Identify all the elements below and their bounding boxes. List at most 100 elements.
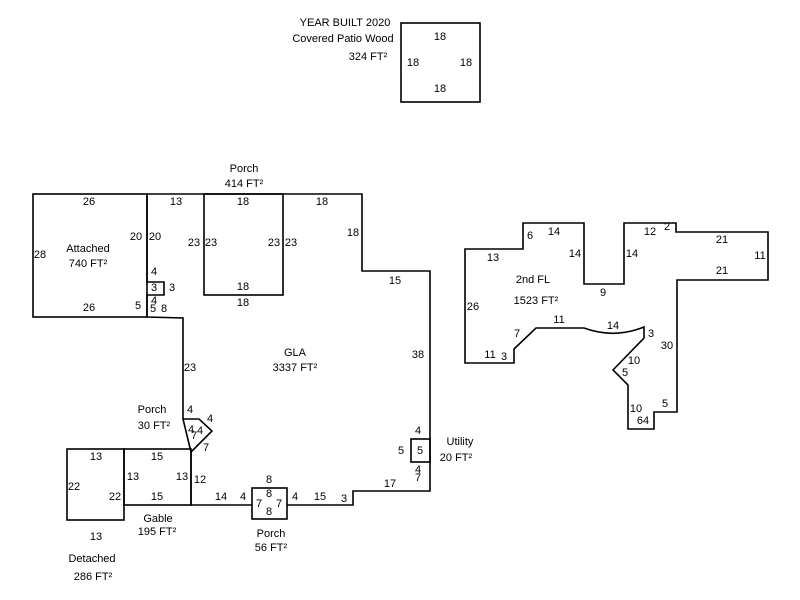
- patio-outline: [400, 22, 481, 103]
- gla-dimension-label: 3: [341, 493, 347, 505]
- gla-dimension-label: 38: [412, 349, 424, 361]
- porch-top-dimension-label: 23: [268, 237, 280, 249]
- gla-dimension-label: 3: [169, 282, 175, 294]
- gla-outline-notch: [146, 194, 184, 419]
- second-floor-dimension-label: 21: [716, 265, 728, 277]
- attached-outline: [32, 193, 148, 318]
- second-floor-dimension-label: 13: [487, 252, 499, 264]
- gable-dimension-label: 13: [176, 471, 188, 483]
- gla-dimension-label: 18: [316, 196, 328, 208]
- attached-dimension-label: 26: [83, 302, 95, 314]
- gla-area-label: 3337 FT²: [273, 362, 318, 374]
- attached-area-label: 740 FT²: [69, 258, 108, 270]
- detached-dimension-label: 13: [90, 531, 102, 543]
- gla-dimension-label: 3: [151, 282, 157, 294]
- detached-name-label: Detached: [68, 553, 115, 565]
- porch-top-dimension-label: 23: [188, 237, 200, 249]
- attached-name-label: Attached: [66, 243, 109, 255]
- porch-small-dimension-label: 4: [188, 424, 194, 436]
- porch-small-name-label: Porch: [138, 404, 167, 416]
- gla-dimension-label: 20: [149, 231, 161, 243]
- porch-30-outline: [181, 418, 214, 454]
- patio-dimension-label: 18: [460, 57, 472, 69]
- gla-dimension-label: 14: [215, 491, 227, 503]
- porch-front-dimension-label: 7: [276, 498, 282, 510]
- detached-area-label: 286 FT²: [74, 571, 113, 583]
- gable-dimension-label: 13: [127, 471, 139, 483]
- patio-name-label: Covered Patio Wood: [292, 33, 393, 45]
- gla-dimension-label: 4: [292, 491, 298, 503]
- porch-414-outline: [203, 193, 284, 296]
- porch-top-dimension-label: 18: [237, 196, 249, 208]
- gla-dimension-label: 13: [170, 196, 182, 208]
- second-floor-dimension-label: 2: [664, 221, 670, 233]
- utility-name-label: Utility: [447, 436, 474, 448]
- attached-dimension-label: 26: [83, 196, 95, 208]
- second-floor-dimension-label: 10: [630, 403, 642, 415]
- second-floor-name-label: 2nd FL: [516, 274, 550, 286]
- utility-area-label: 20 FT²: [440, 452, 473, 464]
- utility-dimension-label: 5: [417, 445, 423, 457]
- gable-area-label: 195 FT²: [138, 526, 177, 538]
- second-floor-dimension-label: 10: [628, 355, 640, 367]
- second-floor-dimension-label: 3: [648, 328, 654, 340]
- porch-front-dimension-label: 8: [266, 488, 272, 500]
- patio-area-label: 324 FT²: [349, 51, 388, 63]
- second-floor-dimension-label: 5: [622, 367, 628, 379]
- porch-front-dimension-label: 7: [256, 498, 262, 510]
- second-floor-dimension-label: 9: [600, 287, 606, 299]
- porch-top-dimension-label: 23: [285, 237, 297, 249]
- utility-dimension-label: 4: [415, 464, 421, 476]
- porch-small-dimension-label: 4: [197, 425, 203, 437]
- gla-dimension-label: 18: [347, 227, 359, 239]
- porch-front-area-label: 56 FT²: [255, 542, 288, 554]
- attached-dimension-label: 28: [34, 249, 46, 261]
- second-floor-dimension-label: 11: [754, 250, 765, 262]
- detached-dimension-label: 22: [109, 491, 121, 503]
- second-floor-dimension-label: 14: [569, 248, 581, 260]
- attached-dimension-label: 5: [135, 300, 141, 312]
- gla-dimension-label: 5: [150, 303, 156, 315]
- detached-dimension-label: 22: [68, 481, 80, 493]
- gla-dimension-label: 15: [314, 491, 326, 503]
- gla-dimension-label: 15: [389, 275, 401, 287]
- second-floor-dimension-label: 21: [716, 234, 728, 246]
- patio-dimension-label: 18: [434, 31, 446, 43]
- walls: [32, 22, 769, 521]
- gla-dimension-label: 5: [398, 445, 404, 457]
- second-floor-dimension-label: 7: [514, 328, 520, 340]
- second-floor-dimension-label: 30: [661, 340, 673, 352]
- porch-56-outline: [251, 487, 288, 520]
- porch-front-dimension-label: 8: [266, 506, 272, 518]
- second-floor-dimension-label: 11: [484, 349, 495, 361]
- gla-dimension-label: 4: [151, 266, 157, 278]
- gable-dimension-label: 15: [151, 451, 163, 463]
- porch-top-area-label: 414 FT²: [225, 178, 264, 190]
- second-floor-dimension-label: 64: [637, 415, 649, 427]
- second-floor-dimension-label: 5: [662, 398, 668, 410]
- patio-name-label: YEAR BUILT 2020: [300, 17, 391, 29]
- porch-front-name-label: Porch: [257, 528, 286, 540]
- second-floor-dimension-label: 14: [548, 226, 560, 238]
- second-floor-dimension-label: 11: [553, 314, 564, 326]
- porch-top-dimension-label: 23: [205, 237, 217, 249]
- porch-top-dimension-label: 18: [237, 281, 249, 293]
- second-floor-outline: [464, 222, 769, 430]
- gla-dimension-label: 4: [187, 404, 193, 416]
- second-floor-dimension-label: 26: [467, 301, 479, 313]
- gla-dimension-label: 4: [240, 491, 246, 503]
- porch-small-area-label: 30 FT²: [138, 420, 171, 432]
- attached-dimension-label: 20: [130, 231, 142, 243]
- second-floor-dimension-label: 3: [501, 351, 507, 363]
- porch-small-dimension-label: 7: [203, 442, 209, 454]
- gable-name-label: Gable: [143, 513, 172, 525]
- gla-dimension-label: 23: [184, 362, 196, 374]
- porch-top-dimension-label: 18: [237, 297, 249, 309]
- gla-outline: [147, 193, 431, 506]
- porch-small-dimension-label: 7: [191, 430, 197, 442]
- second-floor-dimension-label: 6: [527, 230, 533, 242]
- gla-dimension-label: 4: [151, 295, 157, 307]
- utility-outline: [410, 438, 431, 463]
- second-floor-dimension-label: 14: [607, 320, 619, 332]
